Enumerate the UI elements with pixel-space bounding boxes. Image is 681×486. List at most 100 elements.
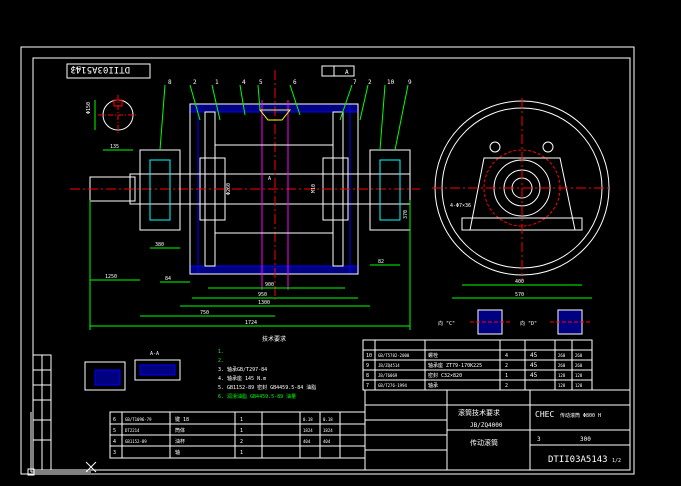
svg-text:油杯: 油杯 [175, 438, 185, 445]
section-marker-a: A [268, 176, 271, 182]
sheet-count: 3 [537, 436, 541, 443]
view-d-label: 向 "D" [520, 320, 537, 327]
note-6: 6. 润滑油脂 GB4459.5-89 油量 [218, 393, 296, 400]
svg-text:1824: 1824 [303, 428, 313, 433]
dim-84: 84 [165, 276, 171, 282]
table-row: 6 GB/T1096-79 键 18 1 0.18 0.18 [113, 416, 333, 423]
svg-text:7: 7 [366, 383, 369, 389]
balloon-10: 9 [408, 79, 412, 86]
sheet-fraction-top: 1/2 [72, 66, 81, 72]
svg-text:128: 128 [575, 383, 583, 388]
notes-heading: 技术要求 [262, 335, 286, 343]
svg-text:10: 10 [366, 353, 372, 359]
part-balloons: 8 2 1 4 5 6 7 2 10 9 A [159, 65, 412, 151]
svg-text:1: 1 [505, 373, 508, 379]
sheet-inner-border [32, 57, 631, 471]
table-row: 10 GB/T5782-2000 螺栓 4 45 260 260 [366, 352, 583, 359]
dim-shaft-label: Φ260 [226, 183, 232, 195]
sheet-total: 300 [580, 436, 591, 443]
key-section-view: Φ150 135 [86, 95, 138, 151]
table-row: 9 JB/ZQ4514 轴承座 ZT79-170K225 2 45 260 26… [366, 362, 583, 369]
dim-82: 82 [378, 259, 384, 265]
company-suffix: 传动滚筒 Φ800 H [560, 412, 601, 419]
svg-text:4: 4 [505, 353, 508, 359]
svg-text:1: 1 [240, 450, 243, 456]
view-c-label: 向 "C" [438, 320, 455, 327]
table-row: 7 GB/T276-1994 轴承 2 128 128 [366, 382, 583, 389]
svg-text:6: 6 [113, 417, 116, 423]
balloon-9: 10 [387, 79, 395, 86]
svg-text:2: 2 [505, 363, 508, 369]
balloon-2: 2 [193, 79, 197, 86]
balloon-6: 6 [293, 79, 297, 86]
dimension-lines: 1250 380 84 82 900 950 1300 750 1724 [89, 200, 411, 330]
balloon-5: 5 [259, 79, 263, 86]
table-row: 3 轴 1 [113, 449, 243, 456]
svg-text:45: 45 [530, 352, 538, 359]
ucs-icon [27, 412, 97, 476]
balloon-3: 1 [215, 79, 219, 86]
svg-text:密封 C32×820: 密封 C32×820 [428, 372, 462, 379]
svg-text:GB/T5782-2000: GB/T5782-2000 [378, 353, 410, 358]
dim-750: 750 [200, 310, 209, 316]
svg-text:404: 404 [323, 439, 331, 444]
drum-side-view: 4-Φ7×36 400 570 [432, 98, 612, 299]
detail-views-cd: 向 "C" 向 "D" [438, 309, 590, 335]
parts-table-bottom: 6 GB/T1096-79 键 18 1 0.18 0.18 5 DT2214 … [109, 411, 366, 459]
balloon-7: 7 [353, 79, 357, 86]
sheet-fraction-bottom: 1/2 [612, 458, 621, 464]
svg-text:404: 404 [303, 439, 311, 444]
svg-text:筒体: 筒体 [175, 427, 185, 434]
svg-text:3: 3 [113, 450, 116, 456]
svg-text:8: 8 [366, 373, 369, 379]
tolerance-ref: A [345, 69, 349, 76]
note-2: 2. [218, 358, 224, 364]
dim-380: 380 [155, 242, 164, 248]
parts-table-right: 10 GB/T5782-2000 螺栓 4 45 260 260 9 JB/ZQ… [362, 339, 593, 391]
code-box-top: DTII03A5143 1/2 [66, 63, 151, 79]
svg-text:1824: 1824 [323, 428, 333, 433]
company: CHEC [535, 410, 554, 419]
sheet-outer-border [20, 46, 635, 475]
svg-text:JB/ZQ4514: JB/ZQ4514 [378, 363, 400, 368]
table-row: 5 DT2214 筒体 1 1824 1824 [113, 427, 333, 434]
svg-text:45: 45 [530, 372, 538, 379]
svg-text:1: 1 [240, 417, 243, 423]
svg-text:4: 4 [113, 439, 116, 445]
balloon-8: 2 [368, 79, 372, 86]
dim-m-label: M10 [311, 184, 317, 193]
svg-text:GB1152-89: GB1152-89 [125, 439, 147, 444]
svg-text:260: 260 [558, 363, 566, 368]
dim-370: 370 [403, 210, 409, 219]
svg-text:0.18: 0.18 [303, 417, 313, 422]
dim-570: 570 [515, 292, 524, 298]
product-name-a: 滚筒技术要求 [458, 408, 500, 417]
note-4: 4. 轴承座 145 N.m [218, 375, 266, 382]
svg-text:轴承座 ZT79-170K225: 轴承座 ZT79-170K225 [428, 362, 482, 369]
svg-text:DT2214: DT2214 [125, 428, 140, 433]
svg-text:键 18: 键 18 [175, 416, 189, 423]
drawing-code-top: DTII03A5143 [70, 64, 130, 74]
svg-text:1: 1 [240, 428, 243, 434]
svg-text:轴承: 轴承 [428, 382, 438, 389]
table-row: 8 JB/T6069 密封 C32×820 1 45 128 128 [366, 372, 583, 379]
svg-text:2: 2 [505, 383, 508, 389]
note-5: 5. GB1152-89 密封 GB4459.5-84 油脂 [218, 384, 316, 391]
svg-text:轴: 轴 [175, 449, 180, 456]
svg-text:5: 5 [113, 428, 116, 434]
dim-1724: 1724 [245, 320, 257, 326]
bolt-label: 4-Φ7×36 [450, 203, 471, 209]
technical-notes: 技术要求 1. 2. 3. 轴承GB/T297-84 4. 轴承座 145 N.… [218, 335, 316, 400]
svg-text:2: 2 [240, 439, 243, 445]
dim-1300: 1300 [258, 300, 270, 306]
svg-text:260: 260 [558, 353, 566, 358]
svg-text:128: 128 [558, 383, 566, 388]
section-aa-label: A-A [150, 351, 159, 357]
dim-400: 400 [515, 279, 524, 285]
svg-text:GB/T276-1994: GB/T276-1994 [378, 383, 407, 388]
dim-135: 135 [110, 144, 119, 150]
balloon-1: 8 [168, 79, 172, 86]
drawing-code-bottom: DTII03A5143 [548, 455, 608, 465]
svg-text:螺栓: 螺栓 [428, 352, 438, 359]
